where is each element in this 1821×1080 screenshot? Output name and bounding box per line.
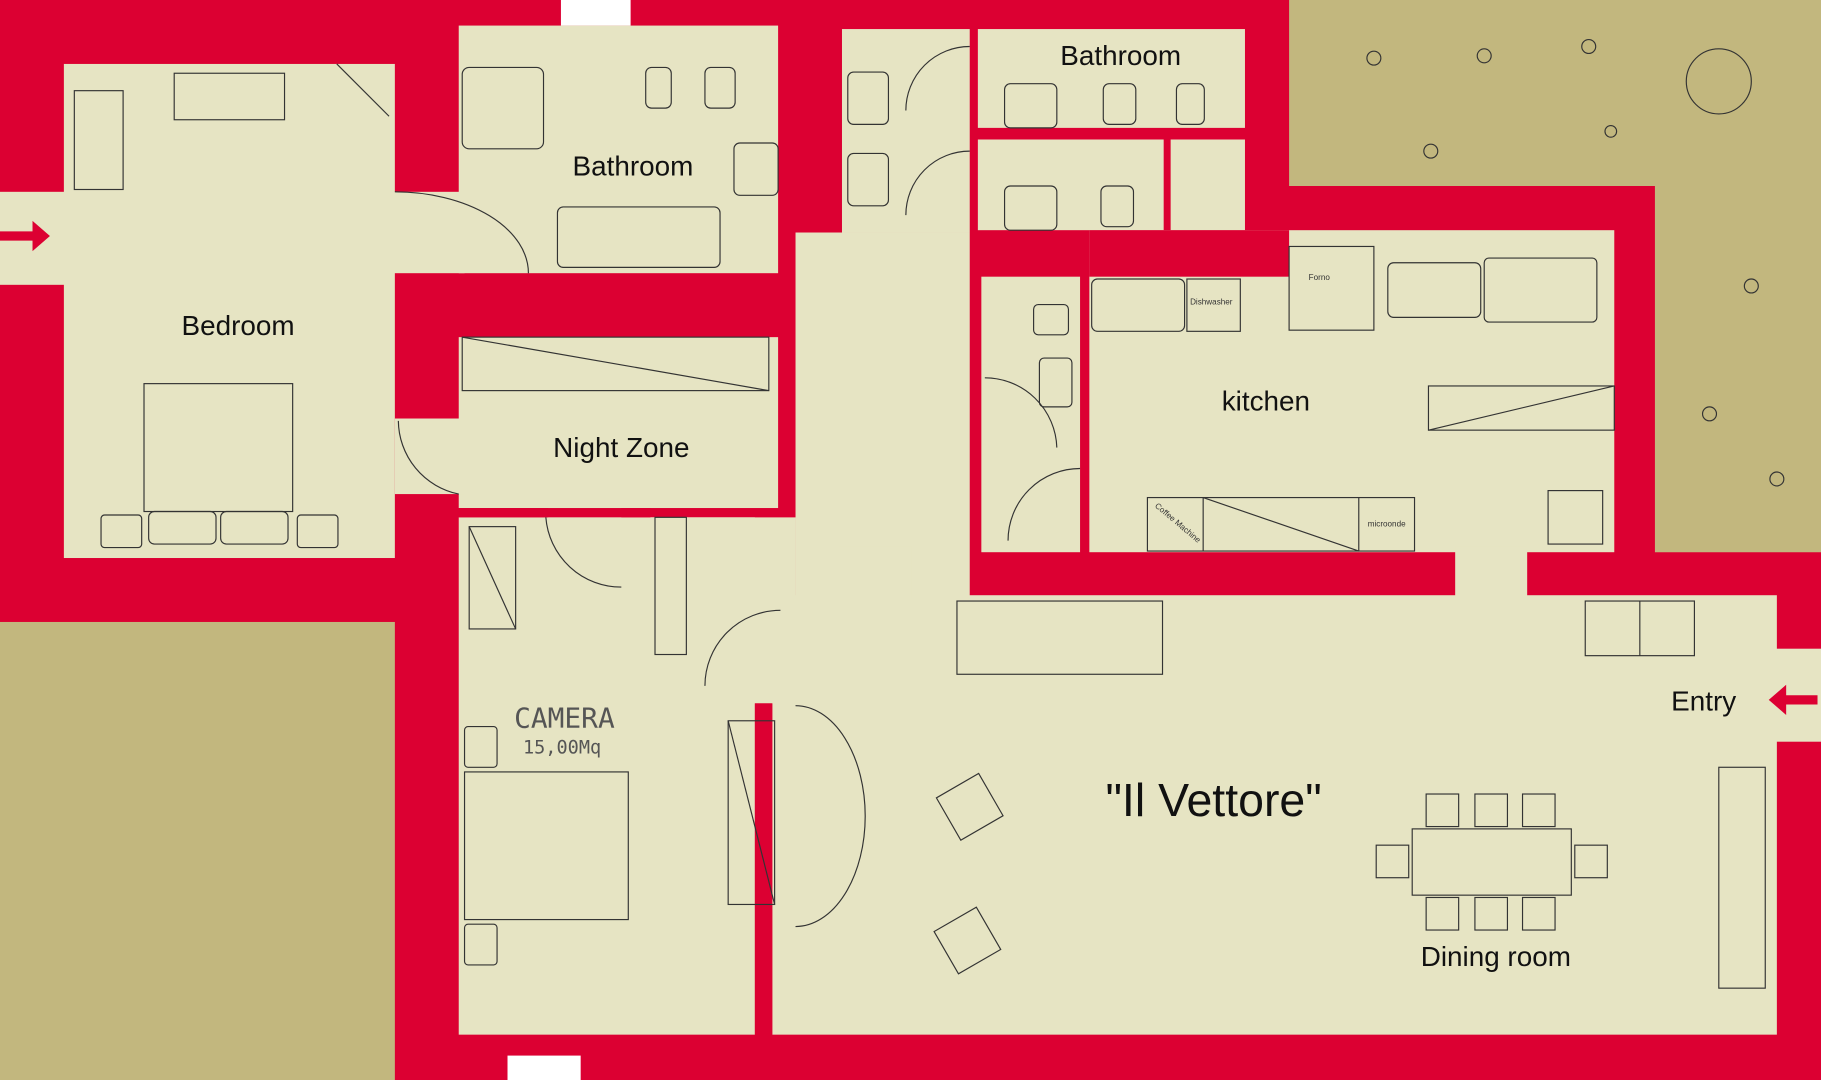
- oven: [1288, 245, 1375, 331]
- sofa: [956, 600, 1164, 675]
- label-bathroom-2: Bathroom: [1060, 40, 1181, 71]
- label-dining-room: Dining room: [1421, 941, 1571, 972]
- plan-title: "Il Vettore": [1105, 774, 1321, 826]
- garden-bottom-left: [0, 621, 395, 1080]
- label-camera-area: 15,00Mq: [523, 737, 601, 758]
- bed: [143, 383, 294, 513]
- kitchen-sink-left: [1091, 278, 1186, 332]
- window-top: [560, 0, 631, 26]
- label-microwave: microonde: [1368, 520, 1406, 529]
- kitchen-sink-right: [1483, 257, 1598, 323]
- garden-top-right: [1289, 0, 1821, 553]
- wc-floor: [981, 276, 1081, 553]
- bedroom-floor: [63, 63, 395, 559]
- bathroom-2-floor: [977, 29, 1245, 128]
- entry-arrow-left: [0, 220, 50, 252]
- furniture: [73, 45, 1766, 989]
- garden-plants: [1366, 38, 1785, 487]
- dining-table: [1411, 828, 1572, 896]
- label-night-zone: Night Zone: [553, 432, 689, 463]
- corridor-floor: [841, 29, 970, 233]
- stove: [1387, 262, 1482, 318]
- label-oven: Forno: [1309, 273, 1331, 282]
- bathtub: [556, 206, 721, 268]
- camera-bed: [463, 771, 629, 921]
- living-floor: [772, 595, 1777, 1035]
- night-zone-floor: [458, 337, 779, 509]
- label-kitchen: kitchen: [1222, 385, 1310, 416]
- label-bathroom-1: Bathroom: [573, 151, 694, 182]
- window-bottom: [507, 1055, 581, 1080]
- shower: [461, 66, 545, 150]
- entry-arrow-right: [1768, 684, 1818, 715]
- dishwasher: [1186, 278, 1241, 332]
- label-bedroom: Bedroom: [182, 310, 295, 341]
- label-entry: Entry: [1671, 685, 1736, 716]
- kitchen-floor: [1089, 230, 1615, 553]
- label-dishwasher: Dishwasher: [1190, 298, 1233, 307]
- label-camera: CAMERA: [514, 702, 615, 735]
